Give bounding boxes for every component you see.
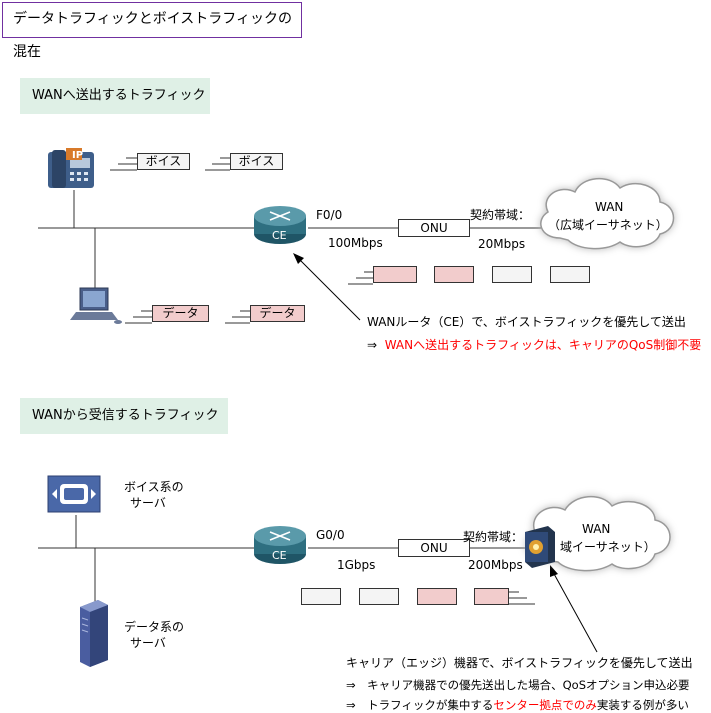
- queue-packet-data: [474, 588, 509, 605]
- queue-packet-data: [434, 266, 474, 283]
- data-server-icon: [80, 600, 108, 667]
- carrier-edge-icon: [525, 526, 555, 568]
- voice-server-label: サーバ: [130, 496, 166, 510]
- interface-speed: 100Mbps: [328, 236, 383, 250]
- wan-sublabel: （広域イーサネット）: [548, 218, 668, 232]
- voice-server-icon: [47, 475, 101, 513]
- packet-voice: ボイス: [137, 153, 190, 170]
- note-outbound-1: WANルータ（CE）で、ボイストラフィックを優先して送出: [367, 315, 686, 329]
- section-heading-inbound: WANから受信するトラフィック: [20, 398, 228, 434]
- note-inbound-3: ⇒ トラフィックが集中するセンター拠点でのみ実装する例が多い: [346, 698, 689, 712]
- wan-sublabel: 域イーサネット）: [560, 540, 656, 554]
- queue-packet-voice: [550, 266, 590, 283]
- wan-label: WAN: [582, 522, 611, 536]
- note-inbound-2: ⇒ キャリア機器での優先送出した場合、QoSオプション申込必要: [346, 678, 690, 692]
- contract-speed: 20Mbps: [478, 237, 526, 251]
- interface-label: F0/0: [316, 208, 343, 222]
- data-server-label: サーバ: [130, 636, 166, 650]
- note-outbound-2: ⇒ WANへ送出するトラフィックは、キャリアのQoS制御不要: [367, 338, 702, 352]
- packet-voice: ボイス: [230, 153, 283, 170]
- queue-packet-voice: [359, 588, 399, 605]
- phone-badge: IP: [72, 150, 84, 161]
- data-server-label: データ系の: [124, 620, 185, 634]
- router-icon-inbound: [254, 526, 306, 564]
- packet-data: データ: [152, 305, 209, 322]
- voice-server-label: ボイス系の: [124, 480, 184, 494]
- queue-packet-voice: [492, 266, 532, 283]
- pc-icon: [70, 287, 122, 324]
- wan-cloud-inbound: [525, 496, 671, 572]
- diagram-title: データトラフィックとボイストラフィックの混在: [2, 2, 302, 60]
- router-label: CE: [272, 229, 287, 242]
- interface-label: G0/0: [316, 528, 345, 542]
- ip-phone-icon: [48, 148, 94, 188]
- onu-box: ONU: [398, 539, 470, 557]
- note-inbound-1: キャリア（エッジ）機器で、ボイストラフィックを優先して送出: [346, 656, 693, 670]
- queue-packet-data: [417, 588, 457, 605]
- contract-speed: 200Mbps: [468, 558, 523, 572]
- interface-speed: 1Gbps: [337, 558, 376, 572]
- router-icon-outbound: [254, 206, 306, 244]
- router-label: CE: [272, 549, 287, 562]
- onu-box: ONU: [398, 219, 470, 237]
- contract-label: 契約帯域：: [463, 530, 524, 544]
- section-heading-outbound: WANへ送出するトラフィック: [20, 78, 210, 114]
- wan-cloud-outbound: [540, 178, 675, 250]
- queue-packet-voice: [301, 588, 341, 605]
- queue-packet-data: [373, 266, 417, 283]
- packet-data: データ: [250, 305, 305, 322]
- wan-label: WAN: [595, 200, 624, 214]
- contract-label: 契約帯域：: [470, 208, 531, 222]
